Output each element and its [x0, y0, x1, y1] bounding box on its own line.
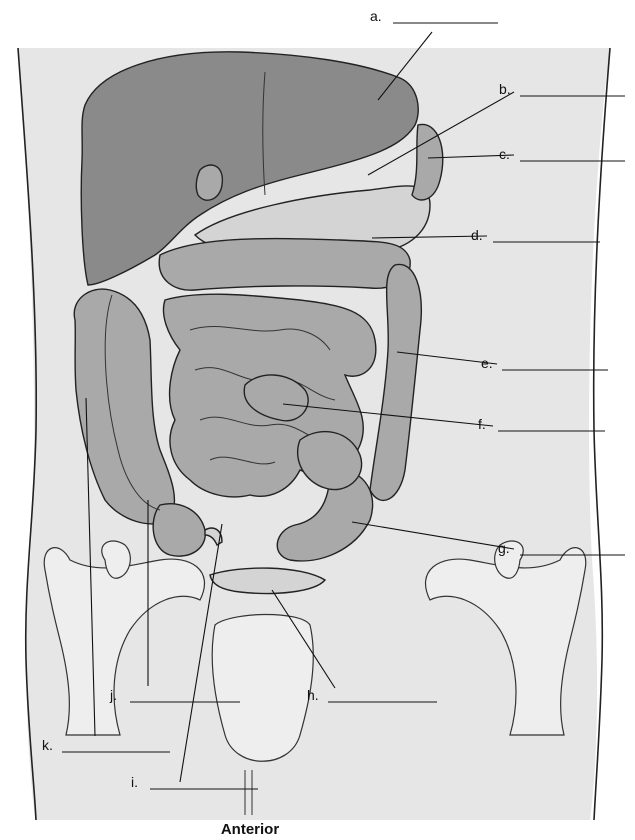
label-f: f.	[478, 416, 486, 432]
sacrum-bone	[212, 614, 313, 761]
label-b: b.	[499, 81, 511, 97]
small-intestine	[163, 294, 375, 497]
orientation-caption: Anterior	[221, 821, 280, 838]
label-a: a.	[370, 8, 382, 24]
label-g: g.	[498, 540, 510, 556]
label-e: e.	[481, 355, 493, 371]
gallbladder	[196, 165, 222, 200]
transverse-colon	[159, 239, 410, 291]
label-k: k.	[42, 737, 53, 753]
label-d: d.	[471, 227, 483, 243]
label-i: i.	[131, 774, 138, 790]
label-c: c.	[499, 146, 510, 162]
label-j: j.	[109, 687, 117, 703]
label-h: h.	[307, 687, 319, 703]
